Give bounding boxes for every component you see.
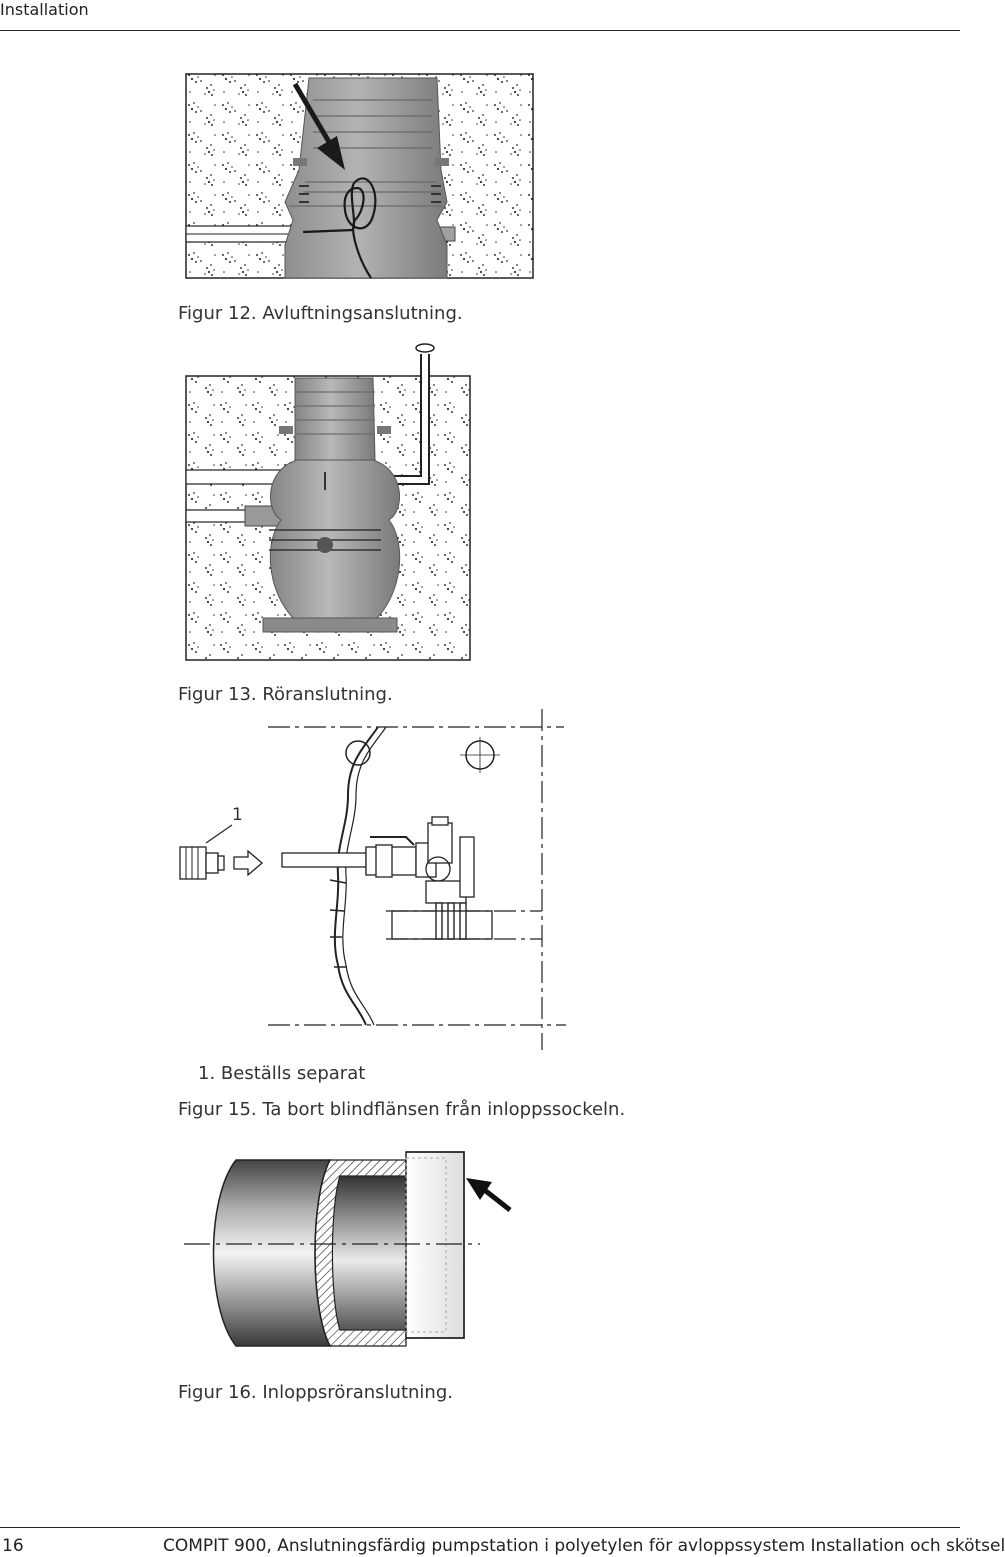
figure-15-note: 1. Beställs separat — [198, 1063, 366, 1084]
footer-divider — [0, 1527, 960, 1528]
figure-12-caption: Figur 12. Avluftningsanslutning. — [178, 303, 463, 324]
figure-16-inlet-pipe-connection — [184, 1151, 512, 1347]
header-divider — [0, 30, 960, 31]
figure-12-venting-connection — [185, 73, 534, 279]
section-header: Installation — [0, 0, 89, 19]
figure-15-callout-number: 1 — [232, 805, 243, 825]
figure-13-caption: Figur 13. Röranslutning. — [178, 684, 393, 705]
figure-15-blind-flange-diagram — [179, 709, 566, 1050]
figure-13-pipe-connection — [185, 343, 471, 661]
figure-16-caption: Figur 16. Inloppsröranslutning. — [178, 1382, 453, 1403]
document-title: COMPIT 900, Anslutningsfärdig pumpstatio… — [163, 1536, 1005, 1556]
page-number: 16 — [2, 1536, 24, 1556]
figure-15-caption: Figur 15. Ta bort blindflänsen från inlo… — [178, 1099, 626, 1120]
